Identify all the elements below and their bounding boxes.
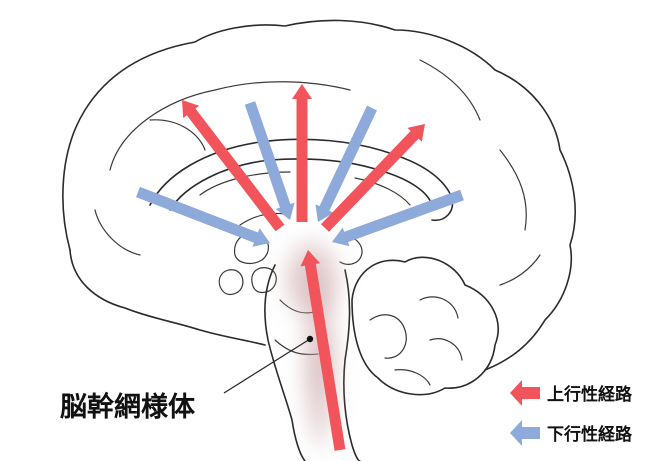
left-arrow-icon [510, 420, 540, 446]
reticular-formation-label: 脳幹網様体 [59, 391, 196, 423]
descending-arrow [244, 101, 295, 220]
ascending-arrow [321, 124, 425, 232]
left-arrow-icon [510, 380, 540, 406]
descending-arrow [136, 186, 270, 247]
pathway-arrows [136, 84, 464, 451]
descending-arrow [332, 189, 464, 247]
descending-arrow [315, 105, 377, 222]
legend-item-ascending: 上行性経路 [510, 380, 633, 406]
ascending-arrow [182, 100, 285, 232]
ascending-arrow [292, 84, 312, 222]
brain-outline [62, 19, 576, 371]
legend: 上行性経路 下行性経路 [510, 380, 633, 446]
ascending-arrow [300, 250, 346, 451]
legend-item-descending: 下行性経路 [510, 420, 633, 446]
cerebellum [351, 256, 499, 396]
label-pointer [223, 335, 314, 394]
legend-label-ascending: 上行性経路 [547, 384, 633, 405]
legend-label-descending: 下行性経路 [547, 424, 633, 445]
